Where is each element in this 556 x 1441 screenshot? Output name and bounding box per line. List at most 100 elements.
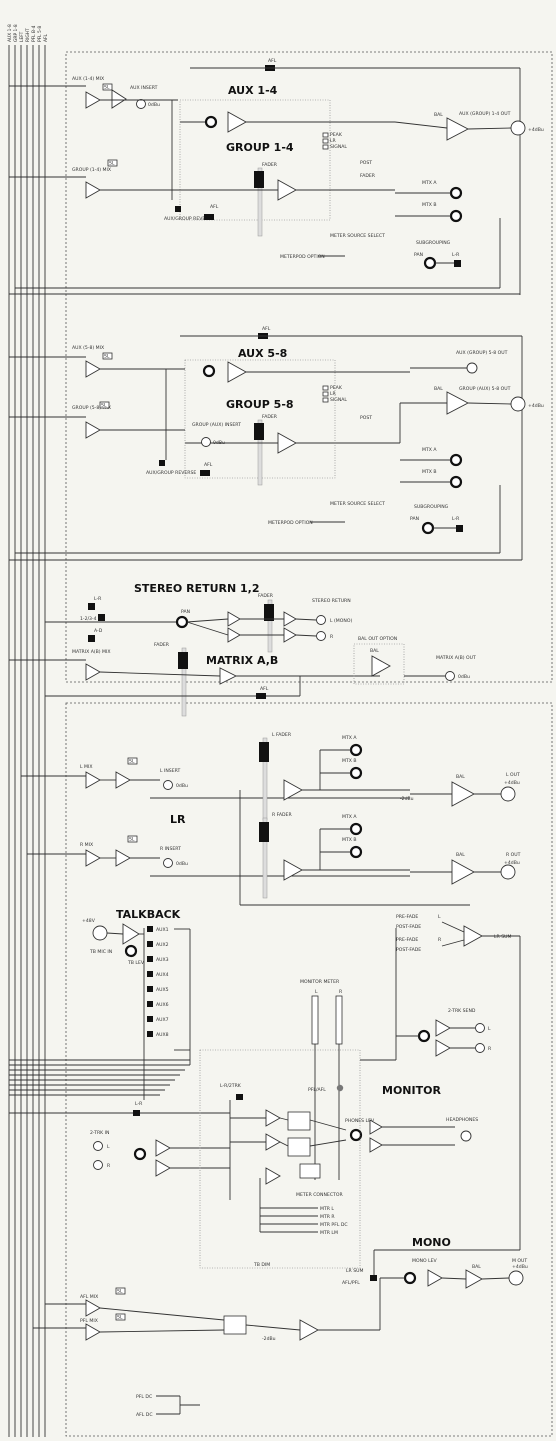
aux58-out-jack (466, 362, 478, 374)
fader-label: FADER (262, 162, 278, 168)
svg-text:A-D: A-D (94, 628, 103, 634)
tb-aux7 (147, 1016, 153, 1022)
svg-text:AFL: AFL (210, 204, 219, 210)
mtx-b-knob (449, 209, 463, 223)
svg-text:PEAK: PEAK (330, 385, 343, 391)
sub-pan-knob (423, 256, 437, 270)
sr-12-switch (98, 614, 105, 621)
group-fader (254, 171, 264, 188)
svg-text:2-TRK SEND: 2-TRK SEND (448, 1008, 476, 1014)
meter-opt-peak (322, 132, 329, 138)
bus-label-afl: AFL (43, 33, 49, 42)
tb-aux8 (147, 1031, 153, 1037)
svg-text:BAL: BAL (434, 112, 443, 118)
sub58-lr-switch (456, 525, 463, 532)
svg-text:FADER: FADER (258, 593, 274, 599)
svg-text:BAL: BAL (456, 852, 465, 858)
l-out-amp (451, 781, 475, 807)
aux-out-amp (446, 117, 469, 141)
aux-insert-label: AUX INSERT (130, 85, 158, 91)
svg-text:L: L (438, 914, 441, 920)
svg-text:TB LEV: TB LEV (127, 960, 145, 966)
aux-dotted-box (179, 99, 331, 221)
svg-text:MATRIX A(B) OUT: MATRIX A(B) OUT (436, 655, 476, 661)
section-aux-group-5-8: AFL AUX (5-8) MIX SL AUX 5-8 AUX (GROUP)… (9, 326, 544, 561)
aux-level-knob (204, 115, 218, 129)
svg-text:+4dBu: +4dBu (504, 860, 520, 866)
svg-text:MTR L: MTR L (320, 1206, 334, 1212)
svg-text:MTX B: MTX B (422, 469, 437, 475)
l-mtx-a-knob (349, 743, 363, 757)
lr-sum-amp (463, 925, 483, 947)
svg-text:+48V: +48V (82, 918, 96, 924)
phones-knob (349, 1128, 363, 1142)
svg-text:AUX1: AUX1 (156, 927, 169, 933)
svg-text:PFL/AFL: PFL/AFL (308, 1087, 326, 1093)
svg-text:AUX (GROUP) 5-8 OUT: AUX (GROUP) 5-8 OUT (456, 350, 508, 356)
svg-text:LR: LR (330, 391, 337, 397)
svg-text:MTX A: MTX A (422, 447, 437, 453)
svg-text:AFL: AFL (260, 686, 269, 692)
svg-text:MTX B: MTX B (342, 758, 357, 764)
reverse-label: AUX/GROUP REVERSE (164, 216, 214, 222)
aux-1-4-title: AUX 1-4 (228, 84, 278, 97)
r-out-amp (451, 859, 475, 885)
aux-buffer (227, 111, 247, 133)
svg-text:R: R (339, 989, 343, 995)
aux58-knob (202, 364, 216, 378)
svg-text:METER SOURCE SELECT: METER SOURCE SELECT (330, 233, 385, 239)
svg-text:POST-FADE: POST-FADE (396, 924, 421, 930)
svg-text:GROUP (5-8) MIX: GROUP (5-8) MIX (72, 405, 111, 411)
svg-text:METER CONNECTOR: METER CONNECTOR (296, 1192, 343, 1198)
r-insert-jack (163, 858, 173, 868)
svg-text:AFL: AFL (204, 462, 213, 468)
svg-text:AUX3: AUX3 (156, 957, 169, 963)
svg-text:PRE-FADE: PRE-FADE (396, 937, 418, 943)
svg-text:PEAK: PEAK (330, 132, 343, 138)
mono-out-xlr (508, 1270, 524, 1286)
matrix-out-jack (445, 671, 455, 681)
mon-switch-block-2 (287, 1137, 311, 1157)
svg-text:SL: SL (117, 1315, 123, 1321)
mtx58-a-knob (449, 453, 463, 467)
svg-text:AUX6: AUX6 (156, 1002, 169, 1008)
section-mono: MONO MONO LEV BAL M OUT +4dBu LR SUM AFL… (342, 936, 528, 1289)
mono-title: MONO (412, 1236, 451, 1249)
svg-text:FADER: FADER (360, 173, 376, 179)
tb-mic-xlr (92, 925, 108, 941)
svg-text:L: L (488, 1026, 491, 1032)
svg-text:BAL OUT OPTION: BAL OUT OPTION (358, 636, 397, 642)
section-monitor: MONITOR METER L R 2-TRK SEND L R MONITOR… (9, 928, 492, 1269)
svg-text:PAN: PAN (181, 609, 190, 615)
svg-text:SL: SL (129, 837, 135, 843)
tb-aux2 (147, 941, 153, 947)
tb-lev-knob (124, 944, 138, 958)
stereo-return-title: STEREO RETURN 1,2 (134, 582, 260, 595)
group58-insert-jack (201, 437, 211, 447)
trk-send-r (475, 1043, 485, 1053)
svg-text:AUX4: AUX4 (156, 972, 169, 978)
svg-text:BAL: BAL (370, 648, 379, 654)
svg-text:PAN: PAN (414, 252, 423, 258)
svg-text:L (MONO): L (MONO) (330, 618, 352, 624)
r-fader (259, 822, 269, 842)
svg-text:L-R: L-R (452, 252, 460, 258)
aux-5-8-title: AUX 5-8 (238, 347, 287, 360)
r-mtx-a-knob (349, 822, 363, 836)
bus-labels: AUX 1-8 GRP 1-8 LEFT RIGHT PFL B-4 PFL 5… (7, 24, 49, 42)
aux-amp (85, 91, 101, 109)
svg-text:GROUP (AUX) INSERT: GROUP (AUX) INSERT (192, 422, 241, 428)
svg-text:FADER: FADER (262, 414, 278, 420)
svg-text:METER SOURCE SELECT: METER SOURCE SELECT (330, 501, 385, 507)
reverse-switch (175, 206, 181, 212)
tb-aux3 (147, 956, 153, 962)
svg-text:MTX B: MTX B (342, 837, 357, 843)
svg-text:L FADER: L FADER (272, 732, 292, 738)
svg-text:R OUT: R OUT (506, 852, 521, 858)
headphones-jack (460, 1130, 472, 1142)
svg-text:SIGNAL: SIGNAL (330, 397, 347, 403)
group-in-amp (85, 181, 101, 199)
svg-text:LR: LR (330, 138, 337, 144)
svg-text:METERPOD OPTION: METERPOD OPTION (268, 520, 313, 526)
sr-fader (264, 604, 274, 621)
